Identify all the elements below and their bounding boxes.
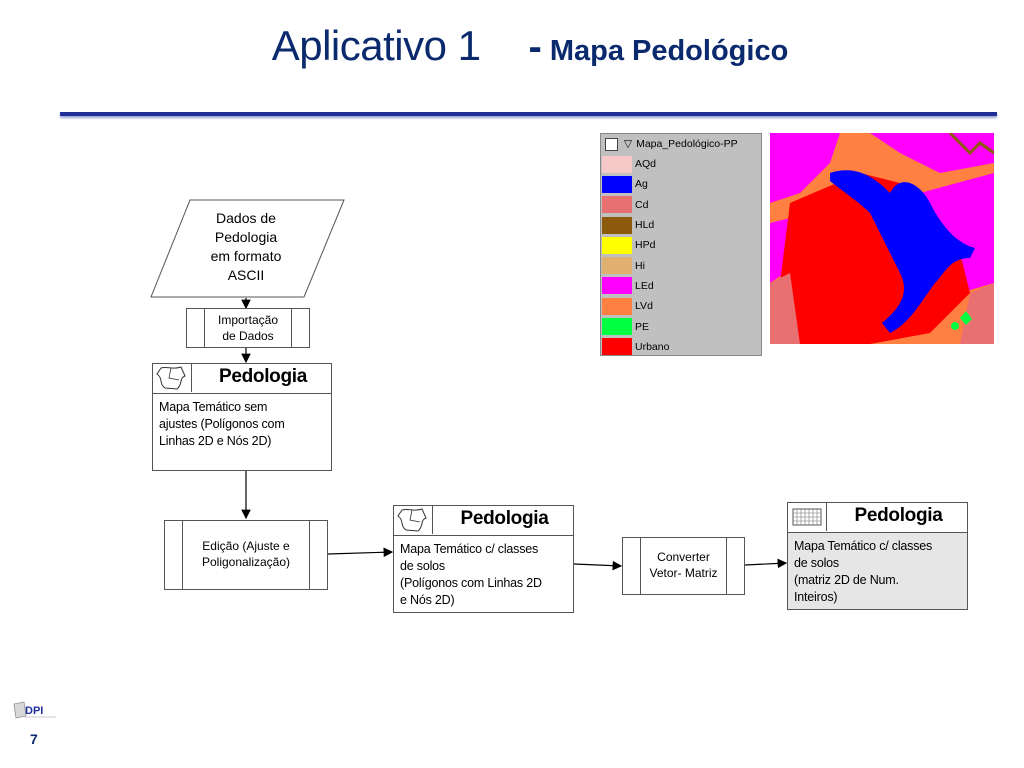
legend-swatch [602,257,632,275]
legend-label: AQd [635,158,657,171]
theme3-title: Pedologia [854,505,943,526]
legend-item: Ag [601,174,761,194]
legend-title: Mapa_Pedológico-PP [636,138,738,150]
legend-header: ▽ Mapa_Pedológico-PP [601,134,761,154]
legend-swatch [602,155,632,173]
legend-label: Cd [635,198,649,211]
legend-item: LEd [601,276,761,296]
legend-item: HLd [601,215,761,235]
theme-box-3: Pedologia Mapa Temático c/ classes de so… [787,502,968,610]
legend-swatch [602,297,632,315]
polygon-map-icon [156,364,192,392]
legend-label: LVd [635,300,653,313]
arrow-theme2-to-convert [573,560,623,571]
theme1-description: Mapa Temático sem ajustes (Polígonos com… [159,400,285,448]
logo-text: DPI [25,705,43,717]
title-sub: Mapa Pedológico [549,35,789,67]
legend-item: HPd [601,235,761,255]
dpi-logo: DPI [12,700,58,722]
legend-item: PE [601,316,761,336]
legend-swatch [602,318,632,336]
legend-label: LEd [635,279,654,292]
legend-item: LVd [601,296,761,316]
convert-process: Converter Vetor- Matriz [622,537,745,595]
legend-item: Urbano [601,337,761,357]
soil-map-image [770,133,994,344]
legend-swatch [602,338,632,356]
legend-swatch [602,277,632,295]
legend-swatch [602,175,632,193]
legend-label: HLd [635,219,655,232]
legend-label: Urbano [635,340,670,353]
arrow-convert-to-theme3 [744,558,788,569]
edit-process: Edição (Ajuste e Poligonalização) [164,520,328,590]
layer-checkbox[interactable] [605,137,618,151]
theme1-title: Pedologia [218,366,308,387]
title-dash: - [528,25,542,69]
legend-swatch [602,196,632,214]
page-number: 7 [30,731,38,747]
theme3-description: Mapa Temático c/ classes de solos (matri… [794,539,933,604]
arrow-edit-to-theme2 [327,547,394,558]
slide-title: Aplicativo 1 -Mapa Pedológico [0,22,1024,70]
input-data-label: Dados de Pedologia em formato ASCII [210,210,282,283]
polygon-map-icon [397,506,433,534]
import-process: Importação de Dados [186,308,310,348]
legend-swatch [602,216,632,234]
legend-label: HPd [635,239,656,252]
theme2-description: Mapa Temático c/ classes de solos (Políg… [400,542,542,607]
legend-item: Cd [601,195,761,215]
theme-box-2: Pedologia Mapa Temático c/ classes de so… [393,505,574,613]
legend-swatch [602,236,632,254]
grid-matrix-icon [792,503,827,531]
theme2-title: Pedologia [460,508,549,529]
legend-item: Hi [601,255,761,275]
theme-box-1: Pedologia Mapa Temático sem ajustes (Pol… [152,363,332,471]
legend-label: PE [635,320,650,333]
input-parallelogram [150,199,345,298]
legend-label: Hi [635,259,645,272]
title-main: Aplicativo 1 [271,22,481,69]
legend-label: Ag [635,178,648,191]
title-rule [60,112,997,116]
filter-icon: ▽ [624,138,633,150]
legend-item: AQd [601,154,761,174]
